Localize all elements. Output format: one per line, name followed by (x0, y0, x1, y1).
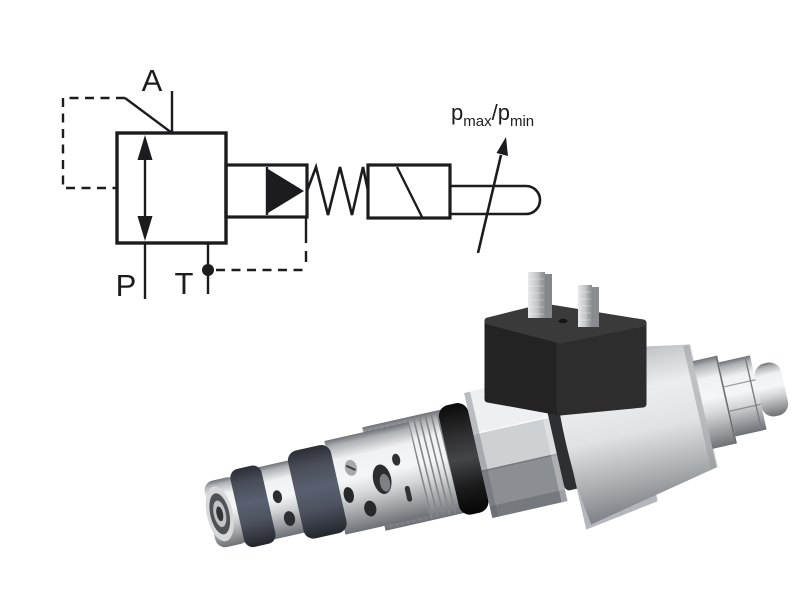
din-connector (484, 303, 647, 416)
oring-front (230, 465, 276, 548)
adjuster-nut (718, 355, 767, 437)
pilot-line-dashed (61, 96, 125, 190)
adjustment-box (366, 163, 452, 220)
flow-arrow-head-down (137, 216, 153, 241)
port-label-a: A (142, 63, 163, 98)
oring-mid (287, 445, 347, 539)
port-hole (343, 487, 354, 503)
pilot-diagonal-line (124, 97, 173, 134)
port-label-t: T (175, 266, 194, 301)
adjustment-diagonal-line (395, 166, 424, 218)
port-hole (364, 500, 377, 517)
flow-arrow-head-up (137, 135, 153, 160)
hydraulic-schematic: A P T pmax/pmin (61, 63, 542, 303)
port-hole (392, 453, 401, 466)
port-hole (272, 490, 283, 504)
adjustment-arrow-head (496, 137, 508, 156)
coil-right-face (683, 344, 718, 469)
adjustment-arrow-shaft (476, 154, 503, 254)
adjuster-capsule (450, 184, 542, 216)
connector-pins (528, 272, 599, 327)
blade-pin-right (578, 285, 599, 327)
port-t-node (202, 264, 214, 276)
port-hole (283, 511, 296, 526)
solenoid-triangle (268, 169, 304, 213)
step-ring (692, 355, 737, 449)
pressure-range-label: pmax/pmin (451, 100, 534, 130)
adjuster-tip (754, 362, 789, 417)
connector-top-face (484, 303, 647, 344)
spring-symbol (305, 162, 370, 216)
port-slot (404, 485, 413, 502)
connector-vent-dot (558, 318, 568, 324)
blade-pin-left (528, 272, 552, 318)
ported-sleeve (324, 422, 430, 535)
hex-head (464, 376, 568, 518)
main-valve-box (115, 131, 228, 245)
seal-oring-black (438, 403, 489, 515)
port-label-p: P (116, 268, 137, 303)
